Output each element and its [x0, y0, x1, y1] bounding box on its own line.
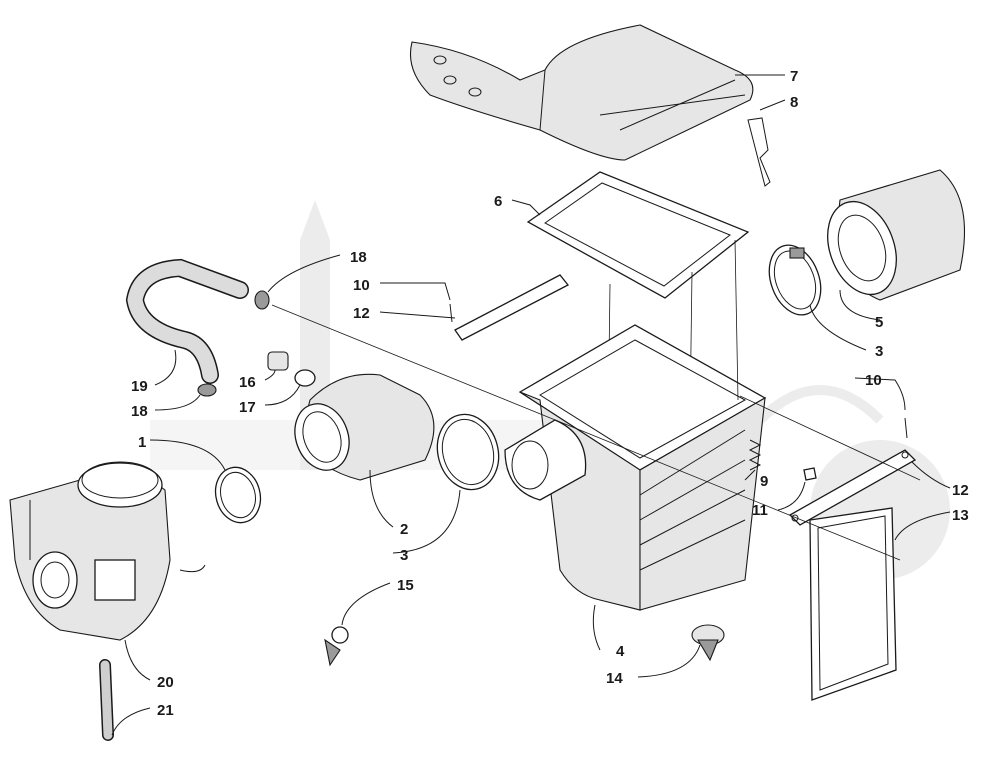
label-part-8: 8 — [790, 94, 798, 111]
part-air-box — [504, 324, 767, 611]
label-part-6: 6 — [494, 193, 502, 210]
label-part-14: 14 — [606, 670, 623, 687]
part-number-labels: 7 8 6 18 10 12 5 3 10 19 16 18 17 1 9 12… — [131, 68, 969, 719]
part-air-filter — [827, 169, 966, 301]
part-clip — [747, 117, 771, 187]
label-part-9: 9 — [760, 473, 768, 490]
label-part-18-top: 18 — [350, 249, 367, 266]
leader-lines — [111, 74, 951, 736]
part-carburetor — [9, 461, 206, 641]
part-clamp-middle — [436, 413, 500, 491]
label-part-20: 20 — [157, 674, 174, 691]
label-part-16: 16 — [239, 374, 256, 391]
label-part-19: 19 — [131, 378, 148, 395]
label-part-17: 17 — [239, 399, 256, 416]
label-part-4: 4 — [616, 643, 625, 660]
label-part-2: 2 — [400, 521, 408, 538]
part-access-panel — [809, 507, 897, 701]
part-bracket-left — [449, 274, 570, 341]
part-spring — [748, 439, 762, 471]
part-intake-boot — [294, 373, 435, 481]
label-part-13: 13 — [952, 507, 969, 524]
label-part-15: 15 — [397, 577, 414, 594]
part-drain-hose — [99, 659, 114, 741]
part-plug-and-clamp — [267, 351, 316, 387]
part-clamp-carb — [214, 466, 262, 524]
label-part-7: 7 — [790, 68, 798, 85]
label-part-5: 5 — [875, 314, 883, 331]
label-part-18-bottom: 18 — [131, 403, 148, 420]
label-part-12-right: 12 — [952, 482, 969, 499]
label-part-3-middle: 3 — [400, 547, 408, 564]
part-fastener — [324, 626, 349, 667]
label-part-1: 1 — [138, 434, 146, 451]
label-part-10-right: 10 — [865, 372, 882, 389]
label-part-3-right: 3 — [875, 343, 883, 360]
part-grommet — [691, 624, 725, 662]
part-breather-hose — [125, 258, 270, 397]
label-part-11: 11 — [752, 502, 768, 519]
label-part-10-left: 10 — [353, 277, 370, 294]
label-part-21: 21 — [157, 702, 174, 719]
part-clamp-filter — [768, 244, 822, 316]
part-bracket-right — [788, 417, 917, 526]
part-air-intake-cover — [409, 24, 754, 161]
label-part-12-left: 12 — [353, 305, 370, 322]
